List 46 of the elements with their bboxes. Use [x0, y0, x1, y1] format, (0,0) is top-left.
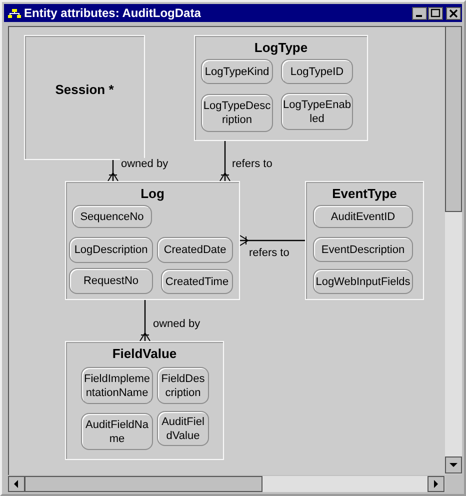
edge-label: refers to	[248, 247, 290, 259]
attribute-pill	[313, 269, 413, 294]
relationship-line	[240, 235, 305, 246]
attribute-pill	[313, 237, 413, 262]
entity-name: EventType	[331, 186, 398, 201]
entity-box	[305, 181, 424, 300]
entity-name: Session *	[54, 82, 115, 96]
entity-name: Log	[140, 186, 166, 201]
attribute-name: SequenceNo	[79, 210, 145, 224]
edge-label: owned by	[152, 318, 202, 330]
attribute-name: CreatedTime	[164, 274, 230, 288]
window-title: Entity attributes: AuditLogData	[24, 6, 201, 20]
entity-box	[65, 181, 240, 300]
key-attribute-pill	[313, 205, 413, 228]
attribute-name: AuditFieldValue	[160, 414, 206, 442]
entity-name: FieldValue	[111, 346, 178, 361]
relationship-line	[140, 300, 150, 342]
attribute-pill	[69, 268, 153, 294]
attribute-name: LogTypeKind	[204, 64, 270, 78]
entity-name: LogType	[253, 40, 309, 55]
attribute-name: LogWebInputFields	[314, 274, 412, 288]
attribute-name: LogTypeDescription	[202, 99, 272, 127]
entity-box	[65, 341, 224, 460]
edge-label: refers to	[231, 158, 274, 170]
relationship-line	[220, 141, 230, 182]
attribute-name: FieldImplementationName	[82, 372, 152, 400]
attribute-pill	[157, 237, 233, 263]
attribute-pill	[69, 237, 153, 263]
attribute-name: RequestNo	[82, 274, 140, 288]
attribute-pill	[201, 94, 273, 132]
attribute-name: LogDescription	[73, 243, 149, 257]
attribute-name: LogTypeEnabled	[282, 98, 352, 126]
attribute-name: CreatedDate	[162, 243, 228, 257]
edge-label: owned by	[120, 158, 170, 170]
attribute-name: LogTypeID	[289, 64, 345, 78]
entity-box	[194, 35, 368, 141]
relationship-line	[108, 160, 118, 182]
key-attribute-pill	[201, 59, 273, 84]
attribute-name: FieldDescription	[160, 372, 206, 400]
entity-box	[24, 35, 145, 160]
attribute-name: AuditFieldName	[84, 418, 150, 446]
attribute-pill	[161, 269, 233, 294]
key-attribute-pill	[72, 205, 152, 228]
key-attribute-pill	[281, 59, 353, 84]
attribute-name: AuditEventID	[330, 210, 396, 224]
attribute-name: EventDescription	[320, 242, 406, 256]
